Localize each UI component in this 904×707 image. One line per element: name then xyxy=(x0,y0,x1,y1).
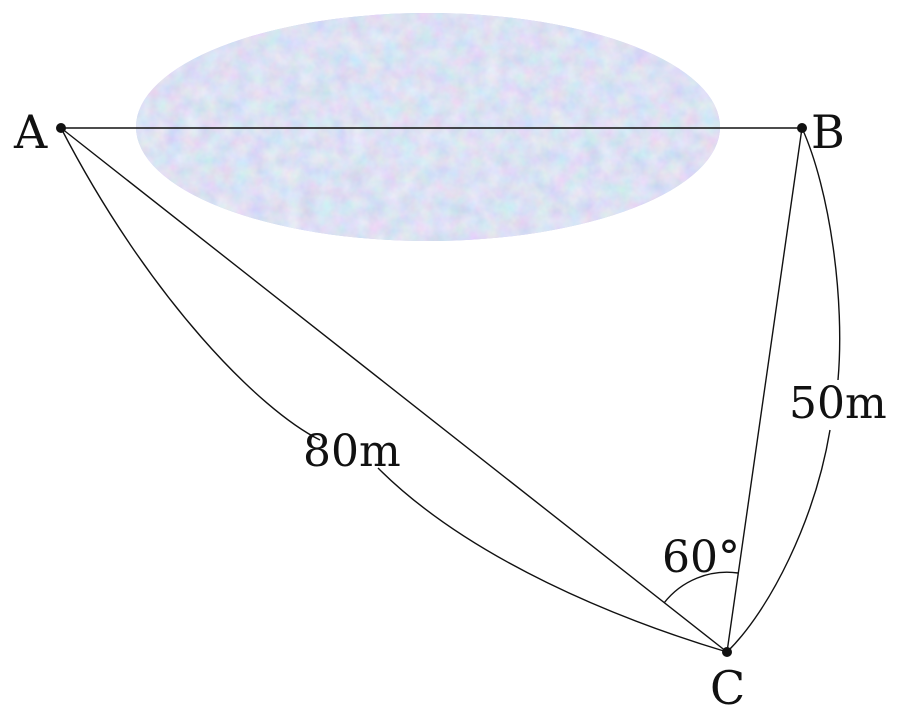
segment-bc xyxy=(726,127,803,653)
label-c: C xyxy=(710,661,745,707)
label-length-bc: 50m xyxy=(789,378,887,429)
label-a: A xyxy=(13,105,48,159)
lake xyxy=(136,13,720,241)
angle-arc-c xyxy=(663,571,739,604)
point-c xyxy=(722,647,732,657)
point-a xyxy=(56,123,66,133)
brace-arc-ac xyxy=(60,127,728,653)
brace-arc-bc xyxy=(726,127,841,653)
label-length-ac: 80m xyxy=(303,426,401,477)
label-b: B xyxy=(811,105,845,159)
segment-ac xyxy=(60,127,728,653)
label-angle-c: 60° xyxy=(662,532,740,583)
point-b xyxy=(797,123,807,133)
